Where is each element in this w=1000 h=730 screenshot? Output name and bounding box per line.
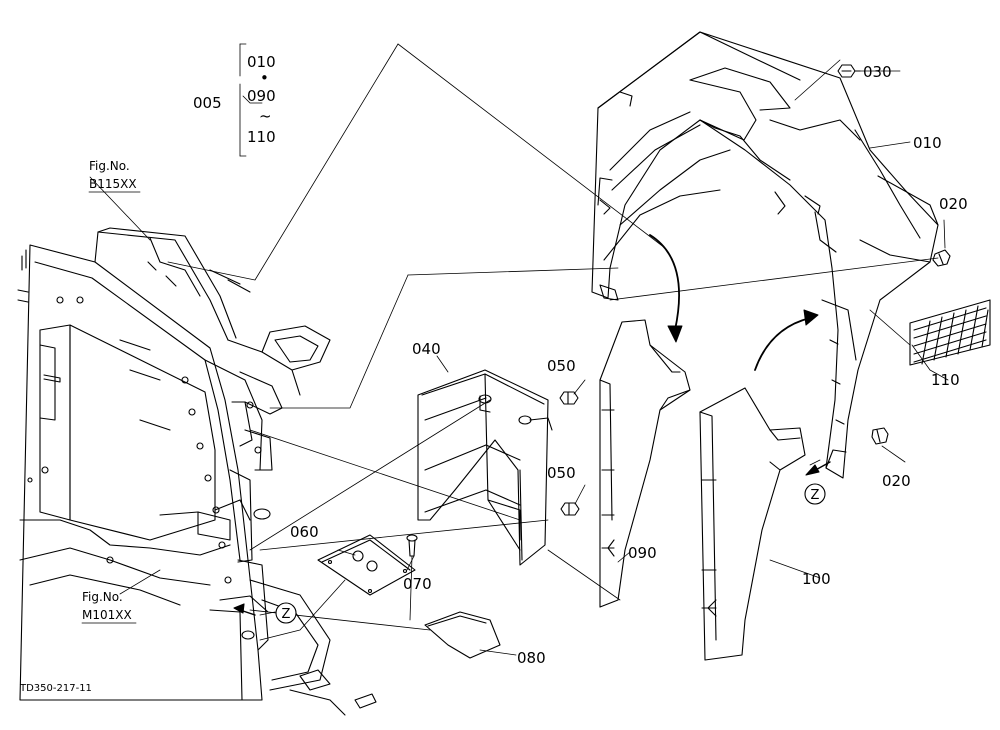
bracket-dot: • (260, 69, 269, 87)
part-010-fender-shell (591, 31, 939, 479)
part-090-foam-pad (599, 319, 691, 608)
bracket-tilde: ~ (259, 107, 272, 125)
label-010: 010 (913, 134, 942, 152)
drawing-code: TD350-217-11 (19, 683, 92, 694)
label-040: 040 (412, 340, 441, 358)
label-090: 090 (628, 544, 657, 562)
fig-ref-bottom-title: Fig.No. (82, 590, 123, 604)
bracket-item-last: 110 (247, 128, 276, 146)
label-020-upper: 020 (939, 195, 968, 213)
view-marker-z-right (804, 483, 826, 505)
part-040-bracket (417, 369, 553, 566)
bolt-050-upper (559, 391, 579, 405)
fig-ref-top-title: Fig.No. (89, 159, 130, 173)
fig-ref-bottom-number: M101XX (82, 608, 132, 622)
fig-ref-top-number: B115XX (89, 177, 137, 191)
bolt-020-upper (932, 249, 951, 267)
label-030: 030 (863, 63, 892, 81)
part-100-foam-pad (699, 387, 806, 661)
frame-chassis (17, 227, 377, 716)
view-marker-z-left (275, 602, 297, 624)
bolt-030 (837, 64, 861, 78)
z-arrow-pointers (233, 461, 831, 616)
part-110-label-strip (909, 299, 991, 366)
part-080-cover (424, 611, 501, 659)
label-100: 100 (802, 570, 831, 588)
label-005: 005 (193, 94, 222, 112)
label-050-upper: 050 (547, 357, 576, 375)
bolt-050-lower (560, 502, 580, 516)
bracket-item-mid: 090 (247, 87, 276, 105)
label-080: 080 (517, 649, 546, 667)
leader-lines (89, 43, 949, 656)
bracket-item-first: 010 (247, 53, 276, 71)
label-050-lower: 050 (547, 464, 576, 482)
screw-070 (406, 534, 418, 557)
label-020-lower: 020 (882, 472, 911, 490)
assembly-arrows (649, 234, 819, 371)
view-marker-z-left-text: Z (282, 607, 291, 622)
bolt-020-lower (871, 427, 889, 445)
label-110: 110 (931, 371, 960, 389)
view-marker-z-right-text: Z (811, 488, 820, 503)
label-070: 070 (403, 575, 432, 593)
label-060: 060 (290, 523, 319, 541)
part-060-plate (317, 534, 416, 596)
